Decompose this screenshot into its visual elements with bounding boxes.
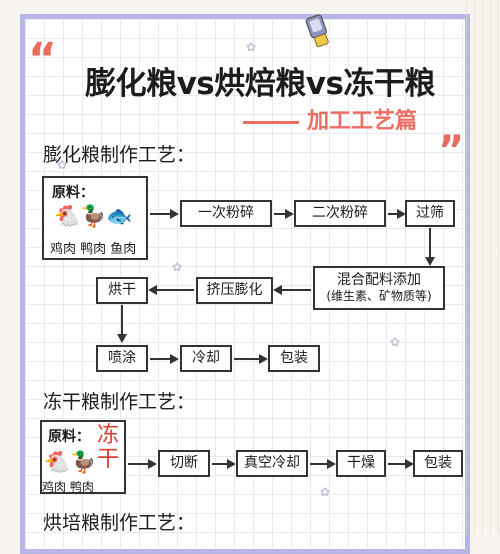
step-8: 冷却	[180, 345, 232, 372]
watermark-icon: ✿	[246, 40, 257, 54]
freeze-step-3: 干燥	[336, 450, 386, 477]
freeze-heading: 冻干粮制作工艺：	[43, 391, 196, 413]
arrow-left	[273, 285, 311, 295]
watermark-icon: ✿	[57, 158, 68, 172]
step-6: 烘干	[96, 277, 148, 304]
freeze-source-label: 原料：	[48, 429, 90, 445]
puffed-source-box	[42, 176, 148, 260]
binder-clip-icon	[305, 14, 329, 48]
quote-right-mark: ”	[438, 128, 465, 174]
freeze-source-text: 鸡肉 鸭肉	[42, 480, 94, 494]
watermark-icon: ✿	[390, 335, 401, 349]
step-4: 混合配料添加 (维生素、矿物质等)	[313, 266, 445, 310]
puffed-source-label: 原料：	[52, 185, 94, 201]
arrow-right	[310, 459, 336, 469]
step-2: 二次粉碎	[294, 200, 386, 227]
arrow-right	[212, 459, 236, 469]
subtitle: 加工工艺篇	[243, 103, 417, 135]
watermark-icon: ✿	[172, 260, 183, 274]
page-title: 膨化粮vs烘焙粮vs冻干粮	[85, 66, 435, 102]
step-1: 一次粉碎	[180, 200, 272, 227]
freeze-source-box	[40, 420, 126, 494]
arrow-right	[388, 459, 414, 469]
arrow-right	[128, 459, 157, 469]
arrow-right	[388, 209, 406, 219]
step-7: 喷涂	[96, 345, 148, 372]
puffed-source-text: 鸡肉 鸭肉 鱼肉	[50, 242, 137, 257]
quote-left-mark: “	[28, 34, 57, 85]
arrow-left	[148, 285, 194, 295]
puffed-heading: 膨化粮制作工艺：	[43, 144, 196, 166]
side-decoration	[466, 0, 500, 534]
arrow-right	[150, 354, 179, 364]
poultry-icons: 🐔🦆	[44, 450, 97, 474]
freeze-tag: 冻干	[97, 423, 120, 473]
arrow-right	[150, 209, 179, 219]
step-3: 过筛	[405, 200, 455, 227]
watermark-icon: ✿	[320, 485, 331, 499]
arrow-right	[234, 354, 268, 364]
baked-heading: 烘培粮制作工艺：	[43, 512, 196, 534]
arrow-down	[117, 305, 127, 343]
step-5: 挤压膨化	[196, 277, 273, 304]
step-9: 包装	[268, 345, 320, 372]
freeze-step-1: 切断	[158, 450, 210, 477]
freeze-step-4: 包装	[413, 450, 463, 477]
arrow-down	[425, 228, 435, 266]
poultry-fish-icons: 🐔🦆🐟	[54, 204, 133, 228]
arrow-right	[274, 209, 294, 219]
freeze-step-2: 真空冷却	[236, 450, 308, 477]
